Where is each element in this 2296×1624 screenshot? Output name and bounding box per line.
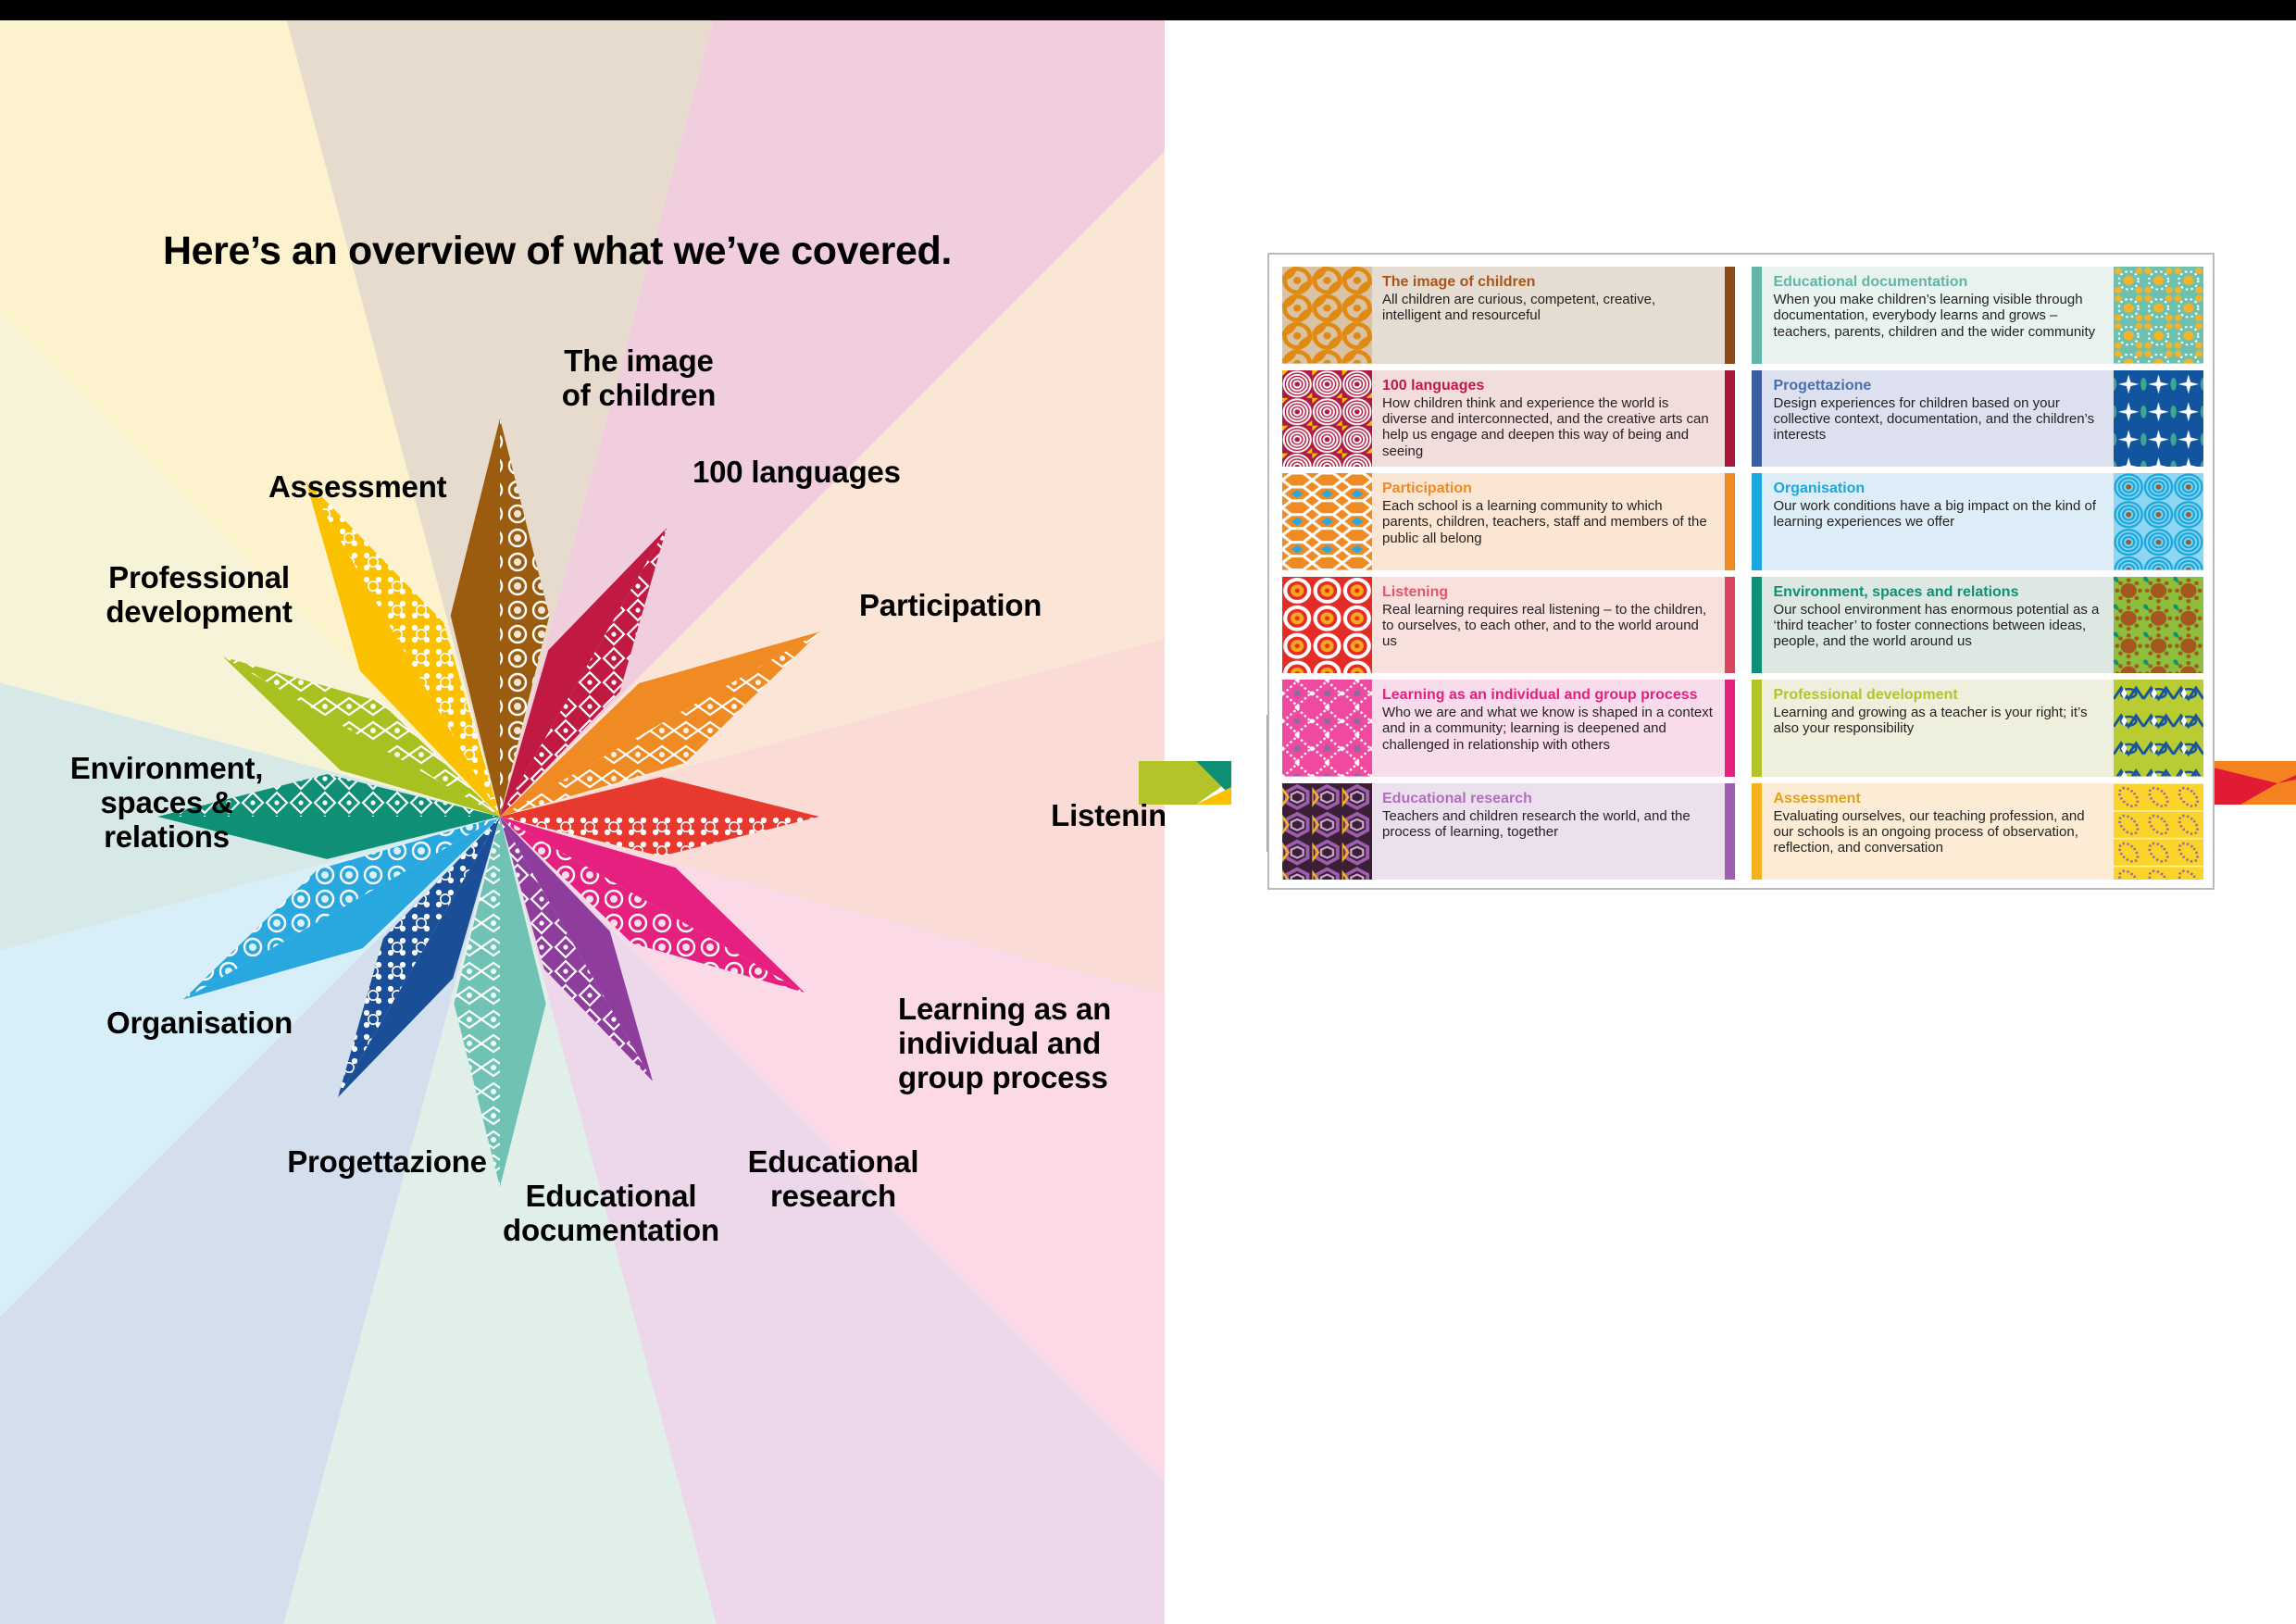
card-accent-bar	[1724, 576, 1735, 673]
card-body: Who we are and what we know is shaped in…	[1382, 705, 1713, 753]
card-title: Professional development	[1773, 687, 1958, 703]
card-body: Evaluating ourselves, our teaching profe…	[1773, 807, 2085, 856]
card-title: Participation	[1382, 481, 1472, 496]
card-title: Learning as an individual and group proc…	[1382, 687, 1698, 703]
card-title: Environment, spaces and relations	[1773, 583, 2019, 600]
starburst-label: Progettazione	[287, 1144, 487, 1179]
card-body: When you make children’s learning visibl…	[1773, 292, 2096, 340]
card-body: Teachers and children research the world…	[1382, 807, 1691, 840]
card-accent-bar	[1724, 267, 1735, 364]
pattern-swatch-hexagons	[1282, 782, 1372, 880]
pattern-swatch-diamond-dots	[1282, 680, 1372, 777]
card-title: Educational research	[1382, 790, 1532, 806]
starburst-label: Environment, spaces & relations	[69, 751, 264, 854]
card-accent-bar	[1724, 369, 1735, 467]
starburst-label: Learning as an individual and group proc…	[898, 992, 1112, 1094]
starburst-label: Assessment	[268, 469, 447, 504]
pattern-swatch-diagonal-chains	[2114, 782, 2203, 880]
card-title: Assessment	[1773, 790, 1861, 806]
starburst-label: Educational research	[747, 1144, 919, 1213]
starburst-label: Professional development	[106, 560, 293, 629]
left-edge-decoration	[1139, 761, 1231, 805]
card-title: Educational documentation	[1773, 274, 1968, 290]
pattern-swatch-dotted-rings	[2114, 267, 2203, 364]
card-title: 100 languages	[1382, 377, 1485, 394]
starburst-label: Educational documentation	[503, 1179, 719, 1247]
card-title: Progettazione	[1773, 377, 1872, 394]
card-body: How children think and experience the wo…	[1382, 394, 1709, 459]
pattern-swatch-chevron-bands	[1282, 473, 1372, 570]
starburst-label: Organisation	[106, 1006, 293, 1040]
card-body: Our work conditions have a big impact on…	[1773, 498, 2097, 531]
card-body: All children are curious, competent, cre…	[1382, 292, 1656, 324]
pattern-swatch-sunburst-circles	[1282, 576, 1372, 673]
starburst-label: The image of children	[561, 344, 717, 412]
card-accent-bar	[1751, 369, 1762, 467]
card-body: Learning and growing as a teacher is you…	[1773, 705, 2088, 737]
card-accent-bar	[1751, 473, 1762, 570]
card-accent-bar	[1751, 782, 1762, 880]
card-title: Listening	[1382, 583, 1449, 600]
starburst-graphic	[157, 418, 821, 1187]
starburst-label: 100 languages	[693, 455, 901, 489]
pattern-swatch-target-circles	[2114, 473, 2203, 570]
summary-card[interactable]: Learning as an individual and group proc…	[1282, 680, 1735, 777]
card-accent-bar	[1724, 473, 1735, 570]
card-body: Our school environment has enormous pote…	[1773, 601, 2100, 650]
card-title: Organisation	[1773, 481, 1866, 496]
page-title: Here’s an overview of what we’ve covered…	[163, 229, 952, 273]
starburst-panel: Here’s an overview of what we’ve covered…	[0, 20, 1165, 1624]
card-body: Design experiences for children based on…	[1773, 394, 2095, 443]
card-accent-bar	[1751, 680, 1762, 777]
pattern-swatch-leaf-medallions	[2114, 576, 2203, 673]
card-title: The image of children	[1382, 274, 1536, 290]
pattern-swatch-stars-grid	[2114, 369, 2203, 467]
card-accent-bar	[1724, 782, 1735, 880]
card-accent-bar	[1751, 267, 1762, 364]
card-accent-bar	[1751, 576, 1762, 673]
card-body: Real learning requires real listening – …	[1382, 601, 1707, 650]
starburst-label: Listening	[1051, 798, 1165, 832]
card-body: Each school is a learning community to w…	[1382, 498, 1707, 546]
pattern-swatch-concentric-rings	[1282, 369, 1372, 467]
pattern-swatch-interlocking-circles	[1282, 267, 1372, 364]
pattern-swatch-zigzag-diamonds	[2114, 680, 2203, 777]
starburst-label: Participation	[859, 588, 1042, 622]
card-text-block: Learning as an individual and group proc…	[1372, 680, 1725, 777]
top-black-bar	[0, 0, 2296, 20]
card-accent-bar	[1724, 680, 1735, 777]
